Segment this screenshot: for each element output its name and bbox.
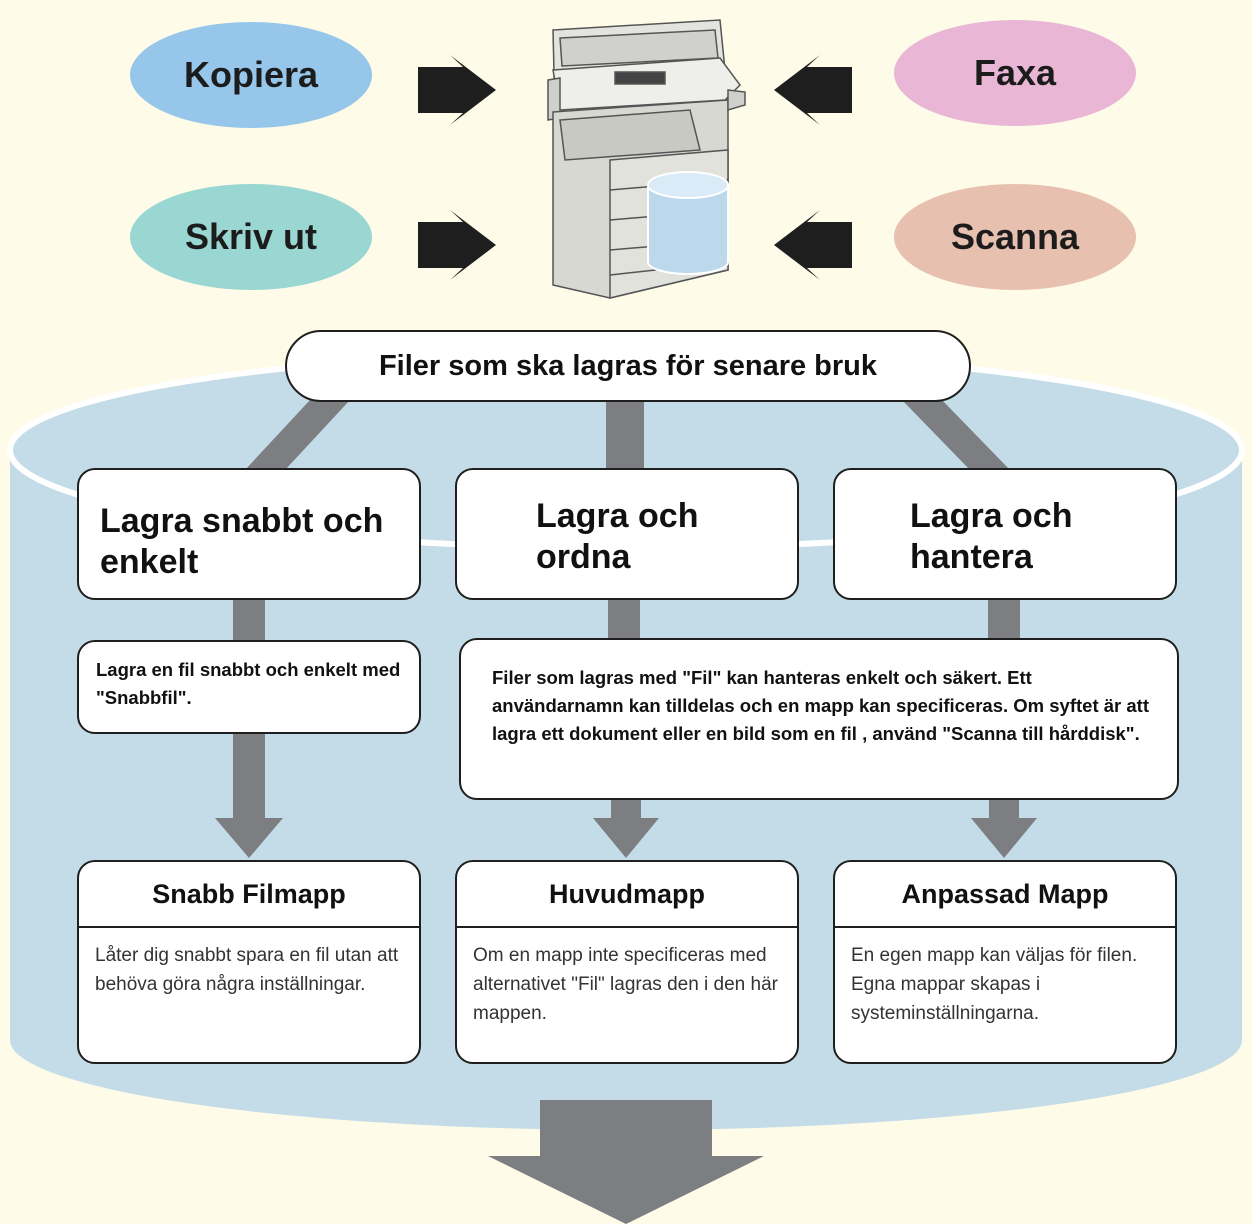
quick-description-text: Lagra en fil snabbt och enkelt med "Snab… xyxy=(96,659,401,708)
category-organize: Lagra och ordna xyxy=(455,468,799,600)
folder-main-title: Huvudmapp xyxy=(457,862,797,928)
folder-main-body: Om en mapp inte specificeras med alterna… xyxy=(473,945,778,1024)
quick-description: Lagra en fil snabbt och enkelt med "Snab… xyxy=(77,640,421,734)
down-arrows xyxy=(215,734,1037,1224)
category-quick: Lagra snabbt och enkelt xyxy=(77,468,421,600)
scan-oval: Scanna xyxy=(894,184,1136,290)
shared-description-text: Filer som lagras med "Fil" kan hanteras … xyxy=(492,667,1149,744)
folder-quick-title: Snabb Filmapp xyxy=(79,862,419,928)
input-arrows xyxy=(418,55,852,280)
hard-disk-icon xyxy=(647,171,729,275)
fax-label: Faxa xyxy=(973,52,1057,93)
category-manage-label: Lagra och hantera xyxy=(910,497,1073,576)
diagram-title: Filer som ska lagras för senare bruk xyxy=(285,330,971,402)
copy-oval: Kopiera xyxy=(130,22,372,128)
diagram-title-text: Filer som ska lagras för senare bruk xyxy=(378,349,878,382)
folder-main: Huvudmapp Om en mapp inte specificeras m… xyxy=(455,860,799,1064)
copy-label: Kopiera xyxy=(183,54,319,95)
folder-custom-body: En egen mapp kan väljas för filen. Egna … xyxy=(851,945,1138,1024)
fax-oval: Faxa xyxy=(894,20,1136,126)
folder-quick: Snabb Filmapp Låter dig snabbt spara en … xyxy=(77,860,421,1064)
folder-quick-body: Låter dig snabbt spara en fil utan att b… xyxy=(95,945,399,995)
scan-label: Scanna xyxy=(950,216,1080,257)
category-organize-label: Lagra och ordna xyxy=(536,497,699,576)
category-quick-label: Lagra snabbt och enkelt xyxy=(100,502,384,581)
print-oval: Skriv ut xyxy=(130,184,372,290)
folder-custom-title: Anpassad Mapp xyxy=(835,862,1175,928)
shared-description: Filer som lagras med "Fil" kan hanteras … xyxy=(459,638,1179,800)
print-label: Skriv ut xyxy=(184,216,318,257)
connectors xyxy=(233,400,1020,642)
folder-custom: Anpassad Mapp En egen mapp kan väljas fö… xyxy=(833,860,1177,1064)
category-manage: Lagra och hantera xyxy=(833,468,1177,600)
